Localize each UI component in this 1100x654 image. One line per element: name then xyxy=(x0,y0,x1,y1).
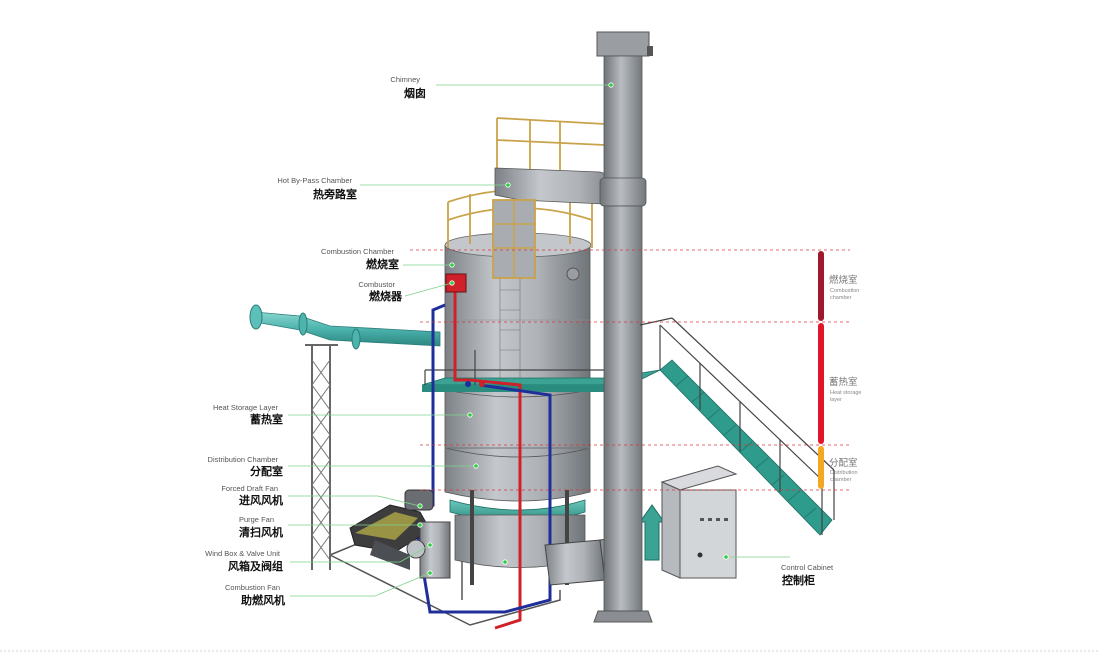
zone-heat-storage-en-1: Heat storage xyxy=(830,390,862,396)
label-control-cabinet-en: Control Cabinet xyxy=(781,563,834,572)
label-heat-storage-en: Heat Storage Layer xyxy=(213,403,279,412)
label-control-cabinet-cn: 控制柜 xyxy=(782,573,815,587)
leader-lines xyxy=(288,84,790,597)
label-chimney-cn: 烟囱 xyxy=(404,86,426,100)
inlet-duct-support xyxy=(305,344,338,570)
combustor-box xyxy=(445,273,467,293)
hot-bypass-chamber xyxy=(492,167,626,279)
label-forced-draft-fan-cn: 进风风机 xyxy=(239,493,283,507)
label-combustion-chamber-en: Combustion Chamber xyxy=(321,247,394,256)
chimney xyxy=(593,31,653,623)
zone-bar-distribution xyxy=(818,446,824,489)
zone-combustion-en-2: chamber xyxy=(830,295,852,301)
label-wind-box-cn: 风箱及阀组 xyxy=(228,559,283,573)
zone-bar-combustion xyxy=(818,251,824,321)
label-combustion-chamber-cn: 燃烧室 xyxy=(365,257,399,271)
label-purge-fan-en: Purge Fan xyxy=(239,515,274,524)
inlet-duct xyxy=(249,304,441,350)
callout-dots xyxy=(417,82,729,576)
zone-combustion-cn: 燃烧室 xyxy=(829,274,858,286)
label-combustion-fan-cn: 助燃风机 xyxy=(241,593,285,607)
label-distribution-en: Distribution Chamber xyxy=(208,455,279,464)
label-combustion-fan-en: Combustion Fan xyxy=(225,583,280,592)
label-hot-bypass-en: Hot By-Pass Chamber xyxy=(277,176,352,185)
zone-labels: 燃烧室 Combustion chamber 蓄热室 Heat storage … xyxy=(829,274,862,483)
label-heat-storage-cn: 蓄热室 xyxy=(250,412,283,426)
control-cabinet-drawing xyxy=(660,465,738,579)
zone-combustion-en-1: Combustion xyxy=(830,288,859,294)
zone-heat-storage-cn: 蓄热室 xyxy=(829,376,858,388)
oxidizer-vessel xyxy=(444,232,592,585)
label-wind-box-en: Wind Box & Valve Unit xyxy=(205,549,281,558)
zone-bars xyxy=(818,251,824,489)
label-chimney-en: Chimney xyxy=(390,75,420,84)
zone-distribution-en-1: Distribution xyxy=(830,470,858,476)
zone-divider-lines xyxy=(410,249,850,491)
label-purge-fan-cn: 清扫风机 xyxy=(239,525,283,539)
label-forced-draft-fan-en: Forced Draft Fan xyxy=(221,484,278,493)
zone-bar-heat-storage xyxy=(818,323,824,444)
fans xyxy=(349,489,451,579)
label-combustor-en: Combustor xyxy=(358,280,395,289)
zone-distribution-cn: 分配室 xyxy=(829,457,858,469)
label-distribution-cn: 分配室 xyxy=(250,464,283,478)
label-combustor-cn: 燃烧器 xyxy=(368,289,403,303)
callout-labels: Chimney 烟囱 Hot By-Pass Chamber 热旁路室 Comb… xyxy=(205,75,834,607)
staircase xyxy=(639,317,835,536)
zone-heat-storage-en-2: layer xyxy=(830,397,842,403)
zone-distribution-en-2: chamber xyxy=(830,477,852,483)
label-hot-bypass-cn: 热旁路室 xyxy=(313,187,357,201)
